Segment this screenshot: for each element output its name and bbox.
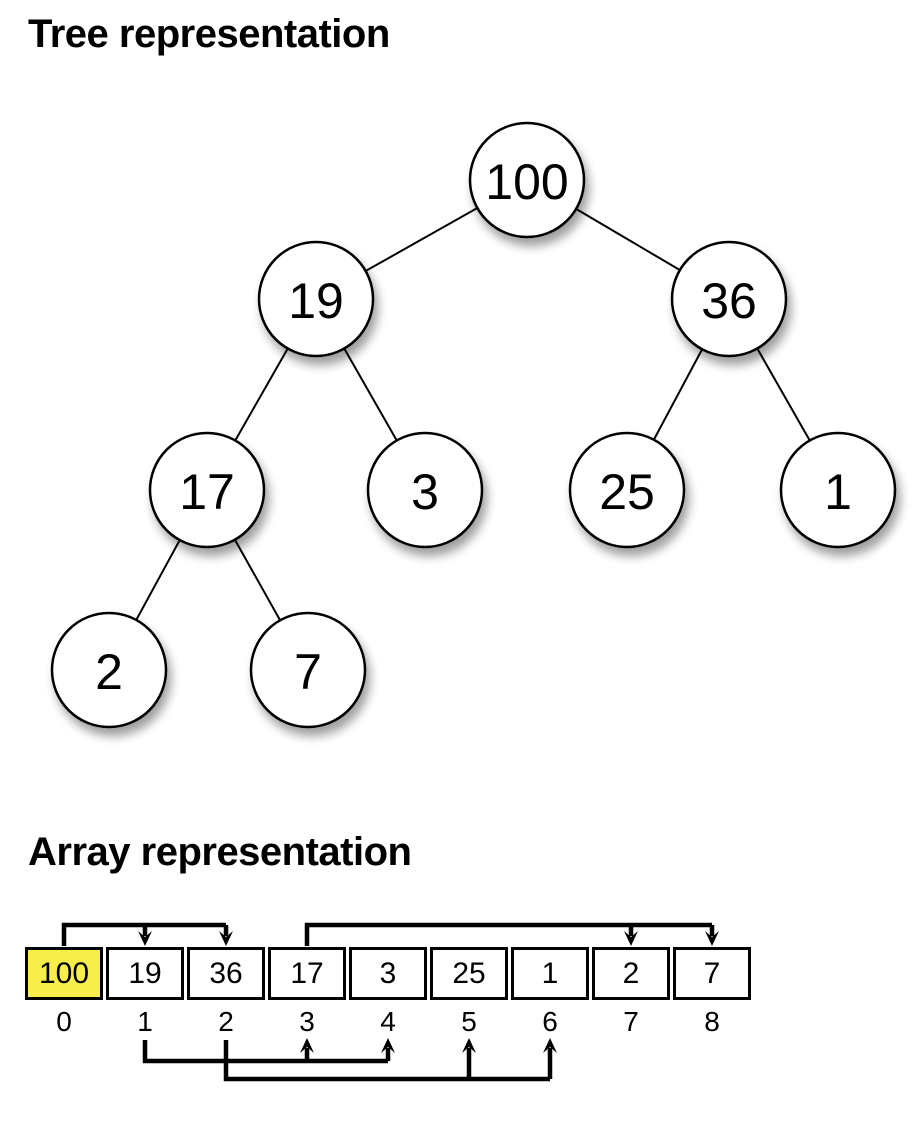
arrowhead-up [381, 1038, 395, 1053]
array-cell-3: 17 [268, 947, 346, 1000]
tree-node-circle-3 [366, 431, 484, 549]
arrowhead-down [705, 931, 719, 946]
tree-edge [108, 489, 208, 671]
tree-section-title: Tree representation [28, 12, 390, 56]
array-cell-4: 3 [349, 947, 427, 1000]
tree-edge [626, 298, 730, 491]
tree-node-label: 36 [701, 273, 757, 329]
array-index-3: 3 [299, 1006, 315, 1037]
array-index-2: 2 [218, 1006, 234, 1037]
tree-edge [206, 298, 317, 491]
tree-edge [315, 179, 528, 300]
array-index-6: 6 [542, 1006, 558, 1037]
tree-edge [526, 179, 730, 300]
bottom-bracket-from-2 [223, 1040, 550, 1082]
array-cell-8: 7 [673, 947, 751, 1000]
array-index-7: 7 [623, 1006, 639, 1037]
array-index-8: 8 [704, 1006, 720, 1037]
arrowhead-down [219, 931, 233, 946]
tree-node-circle-36 [670, 240, 788, 358]
arrowhead-down [624, 931, 638, 946]
tree-node-circle-1 [779, 431, 897, 549]
arrowhead-up [462, 1038, 476, 1053]
tree-node-circle-7 [249, 611, 367, 729]
tree-edge [315, 298, 426, 491]
top-bracket-from-3 [304, 922, 712, 946]
tree-node-label: 2 [95, 644, 123, 700]
array-index-5: 5 [461, 1006, 477, 1037]
top-bracket-from-0 [61, 922, 226, 946]
tree-edges [108, 179, 839, 671]
tree-edge [206, 489, 309, 671]
tree-node-label: 17 [179, 464, 235, 520]
tree-node-label: 19 [288, 273, 344, 329]
tree-node-label: 7 [294, 644, 322, 700]
array-cell-6: 1 [511, 947, 589, 1000]
array-index-row: 0 1 2 3 4 5 6 7 8 [25, 1006, 751, 1038]
bottom-bracket-from-1 [142, 1040, 388, 1064]
array-cell-5: 25 [430, 947, 508, 1000]
tree-node-circle-19 [257, 240, 375, 358]
tree-node-label: 100 [485, 154, 568, 210]
tree-node-label: 1 [824, 464, 852, 520]
tree-node-circle-100 [468, 121, 586, 239]
tree-nodes: 100 19 36 17 3 25 1 2 7 [50, 121, 897, 729]
array-cell-7: 2 [592, 947, 670, 1000]
arrowhead-up [543, 1038, 557, 1053]
array-cell-0: 100 [25, 947, 103, 1000]
tree-node-label: 25 [599, 464, 655, 520]
arrowhead-down [138, 931, 152, 946]
array-index-1: 1 [137, 1006, 153, 1037]
array-index-4: 4 [380, 1006, 396, 1037]
array-section-title: Array representation [28, 830, 412, 874]
tree-node-circle-17 [148, 431, 266, 549]
tree-node-label: 3 [411, 464, 439, 520]
arrowhead-up [300, 1038, 314, 1053]
tree-node-circle-25 [568, 431, 686, 549]
tree-node-circle-2 [50, 611, 168, 729]
array-cell-2: 36 [187, 947, 265, 1000]
array-index-0: 0 [56, 1006, 72, 1037]
array-cell-1: 19 [106, 947, 184, 1000]
tree-edge [728, 298, 839, 491]
